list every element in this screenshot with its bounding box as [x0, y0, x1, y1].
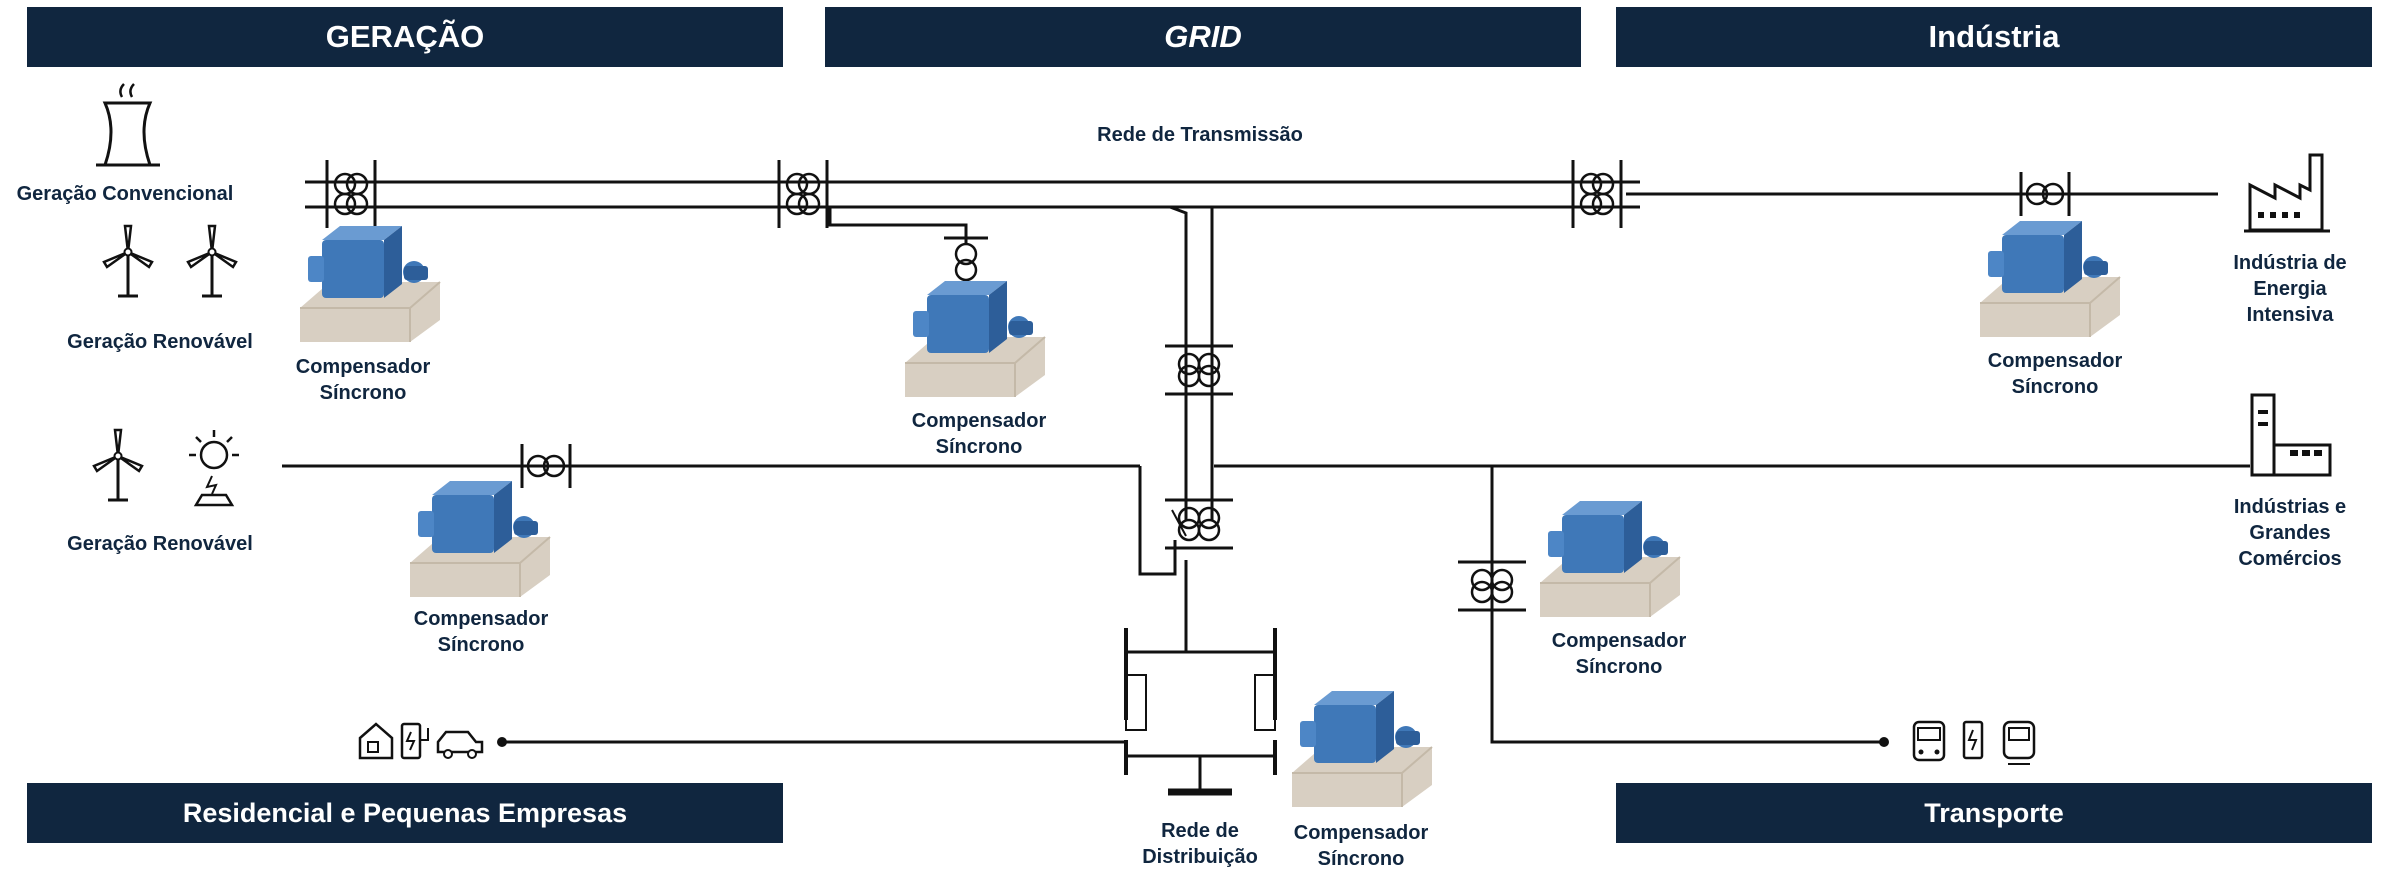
- synchronous-compensator-icon: [1979, 220, 2121, 338]
- transformer-icon: [1163, 344, 1235, 396]
- bus-icon: [1912, 720, 1946, 762]
- label-rede-distribuicao: Rede de Distribuição: [1142, 820, 1258, 868]
- label-geracao-renovavel-1: Geração Renovável: [67, 331, 253, 353]
- header-transporte: Transporte: [1616, 783, 2372, 843]
- transformer-icon: [777, 158, 829, 230]
- synchronous-compensator-icon: [1291, 690, 1433, 808]
- header-industria: Indústria: [1616, 7, 2372, 67]
- label-industria-energia-intensiva: Indústria de Energia Intensiva: [2233, 252, 2347, 326]
- factory-icon: [2244, 153, 2330, 233]
- transformer-icon: [942, 236, 990, 288]
- transformer-icon: [325, 158, 377, 230]
- synchronous-compensator-icon: [904, 280, 1046, 398]
- synchronous-compensator-icon: [299, 225, 441, 343]
- synchronous-compensator-icon: [409, 480, 551, 598]
- train-icon: [2002, 720, 2036, 765]
- header-geracao: GERAÇÃO: [27, 7, 783, 67]
- solar-panel-icon: [189, 430, 239, 507]
- header-grid: GRID: [825, 7, 1581, 67]
- wind-turbine-icon: [102, 224, 154, 298]
- house-icon: [358, 722, 394, 760]
- industrial-building-icon: [2250, 393, 2332, 477]
- transformer-icon: [1571, 158, 1623, 230]
- header-residencial: Residencial e Pequenas Empresas: [27, 783, 783, 843]
- label-rede-transmissao: Rede de Transmissão: [1097, 124, 1303, 146]
- synchronous-compensator-icon: [1539, 500, 1681, 618]
- ev-charger-icon: [400, 722, 429, 760]
- label-geracao-convencional: Geração Convencional: [16, 183, 234, 205]
- ev-charger-icon: [1962, 720, 1984, 760]
- label-geracao-renovavel-2: Geração Renovável: [67, 533, 253, 555]
- car-icon: [436, 730, 484, 759]
- wind-turbine-icon: [92, 428, 144, 502]
- power-plant-icon: [96, 83, 160, 167]
- wind-turbine-icon: [186, 224, 238, 298]
- label-industrias-grandes-comercios: Indústrias e Grandes Comércios: [2233, 496, 2347, 570]
